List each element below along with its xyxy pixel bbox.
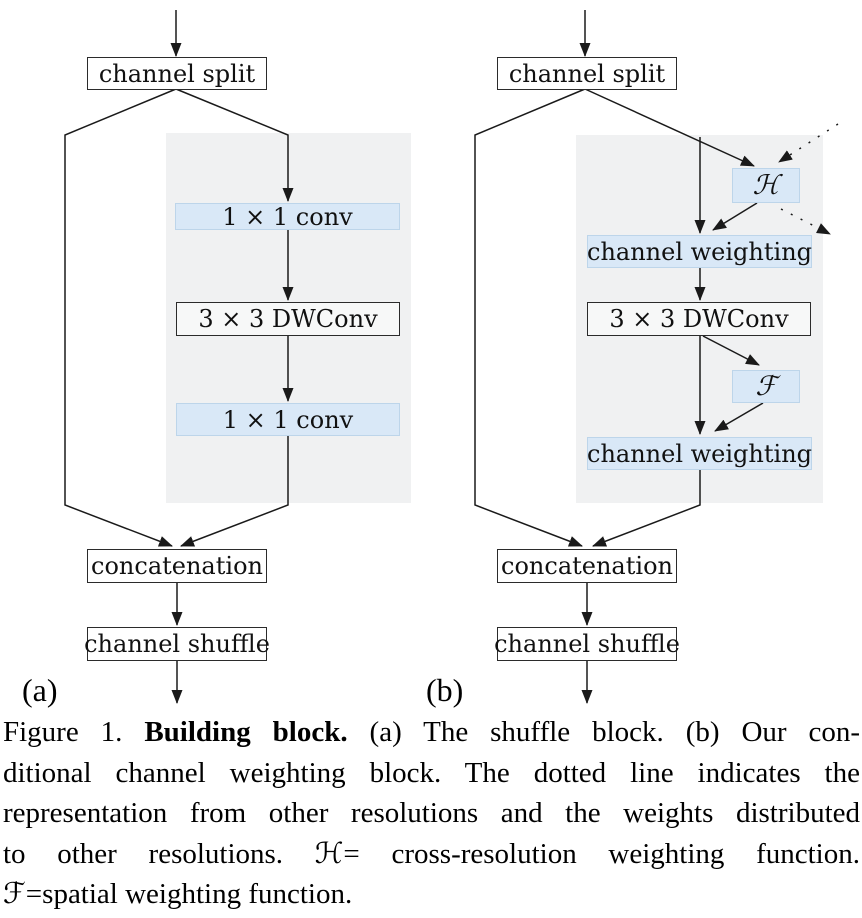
node-channel-split-b: channel split [497, 57, 677, 90]
node-conv2-a: 1 × 1 conv [176, 403, 400, 436]
caption-title-bold: Building block. [144, 716, 348, 748]
dotted-arrow-other-resolution-in [778, 123, 839, 163]
node-concatenation-a: concatenation [87, 549, 267, 583]
arrow-conv2-to-concat-a [180, 436, 289, 547]
subfigure-label-b: (b) [426, 672, 464, 708]
node-channel-weighting-2: channel weighting [587, 437, 812, 470]
arrow-skip-b [474, 88, 586, 547]
figure-caption: Figure 1. Building block. (a) The shuffl… [3, 712, 860, 915]
node-spatial-weighting-fn: ℱ [732, 370, 800, 403]
caption-line-2: ditional channel weighting block. The do… [3, 756, 860, 789]
caption-line-1-rest: (a) The shuffle block. (b) Our con- [347, 716, 861, 748]
caption-line-1: Figure 1. Building block. (a) The shuffl… [3, 712, 860, 753]
node-dwconv-b: 3 × 3 DWConv [587, 302, 811, 336]
node-cross-resolution-weighting-fn: ℋ [732, 168, 800, 203]
caption-line-4: to other resolutions. ℋ= cross-resolutio… [3, 837, 860, 870]
caption-figure-number: Figure 1. [3, 716, 145, 748]
node-channel-weighting-1: channel weighting [587, 235, 812, 268]
dotted-arrow-weights-out [780, 208, 831, 235]
subfigure-label-a: (a) [22, 672, 58, 708]
arrow-split-to-conv1-a [175, 88, 294, 202]
arrow-f-to-weighting2-b [714, 402, 764, 432]
node-dwconv-a: 3 × 3 DWConv [176, 302, 400, 336]
node-conv1-a: 1 × 1 conv [175, 203, 400, 231]
caption-line-3: representation from other resolutions an… [3, 797, 860, 829]
arrow-h-to-weighting1-b [712, 202, 758, 231]
node-channel-shuffle-b: channel shuffle [494, 627, 680, 661]
node-concatenation-b: concatenation [497, 549, 677, 583]
caption-line-5: ℱ=spatial weighting function. [3, 878, 353, 910]
arrow-split-to-h-b [584, 88, 755, 167]
arrow-weighting2-to-concat-b [592, 470, 701, 547]
node-channel-split-a: channel split [87, 57, 267, 90]
arrow-dwconv-to-f-b [702, 335, 760, 366]
node-channel-shuffle-a: channel shuffle [84, 627, 270, 661]
arrow-skip-a [64, 88, 177, 547]
